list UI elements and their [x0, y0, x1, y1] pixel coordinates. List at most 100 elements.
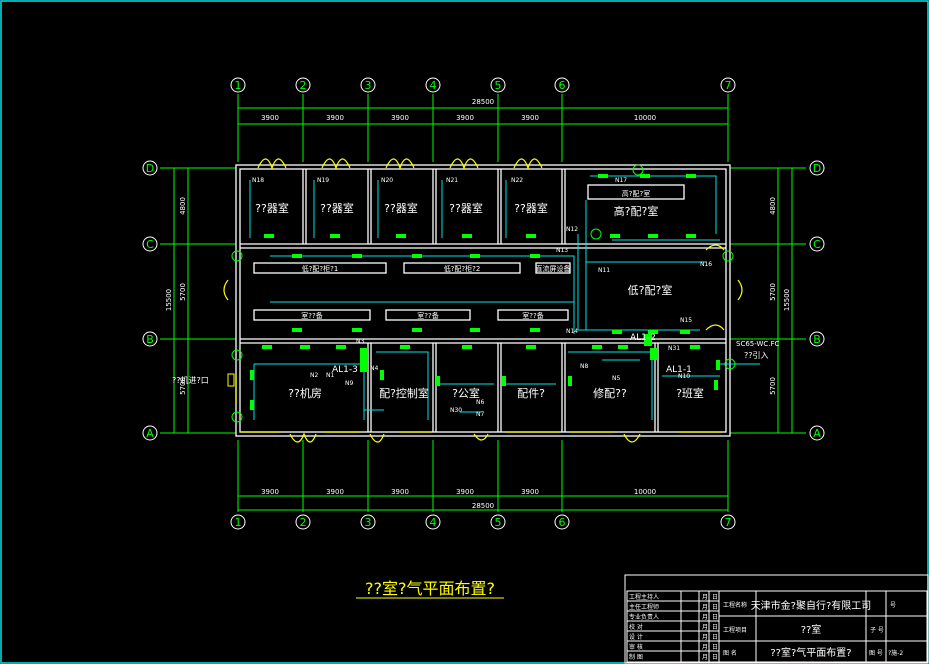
dim-bottom-span: 3900 — [456, 488, 474, 496]
axis-bubble-B: B — [146, 333, 154, 346]
axis-bubble-4-circle — [425, 77, 441, 93]
bottom-dimension-lines — [237, 440, 729, 512]
axis-bubble-C: C — [146, 238, 154, 251]
project-name: 天津市金?聚自行?有限工司 — [751, 599, 872, 612]
axis-bubble-6: 6 — [559, 79, 566, 92]
title-block-day: 日 — [712, 644, 718, 651]
room-label: 修配?? — [593, 386, 627, 400]
axis-bubble-2-circle — [295, 77, 311, 93]
circuit-tag: N19 — [317, 177, 329, 184]
circuit-tag: N21 — [446, 177, 458, 184]
circuit-tag: N6 — [476, 399, 484, 406]
drawing-name-label: 图 名 — [723, 649, 737, 657]
circuit-tag: N10 — [678, 373, 690, 380]
sheet-number: ?施-2 — [888, 649, 903, 657]
axis-bubble-A-circle — [809, 425, 825, 441]
equipment-label: 室??备 — [301, 311, 322, 320]
title-block-row-label: 设 计 — [629, 633, 643, 641]
panel-label: AL1-1 — [666, 365, 692, 375]
room-label: ??器室 — [255, 201, 289, 215]
circuit-tag: N12 — [566, 226, 578, 233]
title-block-month: 月 — [702, 604, 708, 611]
circuit-tag: N16 — [700, 261, 712, 268]
equipment-label: 低?配?柜?1 — [302, 264, 339, 273]
dim-left-total: 15500 — [165, 289, 173, 311]
wall-sockets — [231, 164, 736, 423]
panel-label: AL1-2 — [630, 333, 656, 343]
project-item: ??室 — [801, 623, 822, 636]
title-block-row-label: 制 图 — [629, 653, 643, 661]
axis-bubble-A: A — [146, 427, 154, 440]
axis-bubble-5-circle — [490, 514, 506, 530]
dim-bottom-span: 3900 — [326, 488, 344, 496]
equipment-label: 高?配?室 — [622, 189, 650, 198]
axis-bubble-D: D — [813, 162, 821, 175]
axis-bubble-1-circle — [230, 77, 246, 93]
dim-top-span: 3900 — [326, 114, 344, 122]
axis-bubble-3: 3 — [365, 79, 372, 92]
title-block-frame — [624, 574, 929, 664]
circuit-tag: N3 — [356, 338, 364, 345]
axis-bubble-7-circle — [720, 514, 736, 530]
circuit-tag: N1 — [326, 372, 334, 379]
circuit-tag: N4 — [370, 365, 378, 372]
cable-entry-label: ??机进?口 — [172, 375, 209, 385]
dim-top-span: 3900 — [261, 114, 279, 122]
panel-label: AL1-3 — [332, 365, 358, 375]
axis-bubble-2: 2 — [300, 79, 307, 92]
axis-bubble-D-circle — [809, 160, 825, 176]
axis-bubble-C: C — [813, 238, 821, 251]
room-label: 低?配?室 — [628, 283, 673, 297]
dim-top-span: 3900 — [456, 114, 474, 122]
dim-bottom-span: 3900 — [521, 488, 539, 496]
room-label: ??机房 — [288, 386, 322, 400]
axis-bubble-4-circle — [425, 514, 441, 530]
project-item-label: 工程项目 — [723, 626, 747, 634]
dim-top-total: 28500 — [472, 98, 494, 106]
title-block-row-label: 主任工程师 — [629, 603, 659, 611]
axis-bubble-7: 7 — [725, 516, 732, 529]
axis-bubble-5: 5 — [495, 516, 502, 529]
axis-bubble-7-circle — [720, 77, 736, 93]
title-block-day: 日 — [712, 594, 718, 601]
axis-bubble-B-circle — [809, 331, 825, 347]
drawing-name: ??室?气平面布置? — [770, 646, 851, 659]
axis-bubble-1: 1 — [235, 79, 242, 92]
top-dimension-lines — [237, 94, 729, 162]
dim-left-span: 5700 — [179, 377, 187, 395]
room-label: ?公室 — [452, 386, 480, 400]
axis-bubble-4: 4 — [430, 79, 437, 92]
axis-bubble-3: 3 — [365, 516, 372, 529]
circuit-tag: N15 — [680, 317, 692, 324]
circuit-tag: N30 — [450, 407, 462, 414]
axis-bubble-4: 4 — [430, 516, 437, 529]
dim-bottom-span: 3900 — [391, 488, 409, 496]
equipment-label: 室??备 — [522, 311, 543, 320]
room-label: ??器室 — [514, 201, 548, 215]
axis-bubble-1-circle — [230, 514, 246, 530]
light-fixtures — [250, 174, 720, 410]
dim-left-span: 4800 — [179, 197, 187, 215]
title-block-row-label: 校 对 — [629, 623, 643, 631]
number-label: 号 — [890, 602, 896, 609]
circuit-tag: N8 — [580, 363, 588, 370]
circuit-tag: N14 — [566, 328, 578, 335]
title-block-day: 日 — [712, 604, 718, 611]
axis-bubble-D-circle — [142, 160, 158, 176]
circuit-tag: N7 — [476, 411, 484, 418]
axis-bubble-2: 2 — [300, 516, 307, 529]
incoming-cable-spec: SC65-WC.FC — [736, 340, 780, 348]
axis-bubble-3-circle — [360, 514, 376, 530]
room-label: 配件? — [517, 387, 545, 400]
room-label: ?班室 — [676, 386, 704, 400]
project-name-label: 工程名称 — [723, 601, 747, 609]
sub-number-label: 子 号 — [870, 627, 884, 634]
dim-right-span: 5700 — [769, 283, 777, 301]
circuit-tag: N2 — [310, 372, 318, 379]
axis-bubble-2-circle — [295, 514, 311, 530]
axis-bubble-1: 1 — [235, 516, 242, 529]
title-block-row-label: 专业负责人 — [629, 613, 659, 621]
